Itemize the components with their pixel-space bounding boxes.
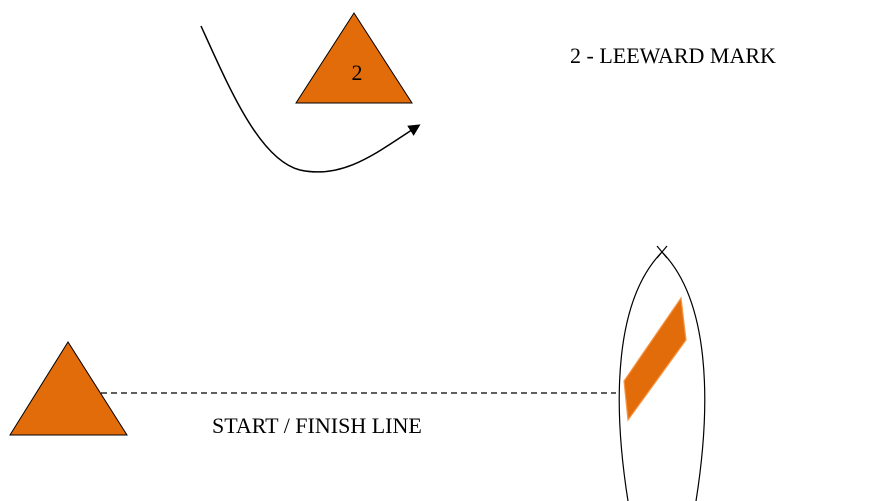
boat-flag-icon (623, 296, 687, 422)
committee-boat (618, 245, 706, 501)
course-arrow-icon (200, 25, 421, 173)
leeward-mark-number: 2 (352, 60, 363, 85)
start-finish-label: START / FINISH LINE (212, 413, 422, 438)
start-mark-triangle-icon (9, 341, 128, 436)
leeward-mark-label: 2 - LEEWARD MARK (570, 43, 776, 68)
boat-bow-tick (656, 245, 668, 259)
leeward-mark: 2 (295, 12, 413, 104)
triangle-buoy-icon (295, 12, 413, 104)
